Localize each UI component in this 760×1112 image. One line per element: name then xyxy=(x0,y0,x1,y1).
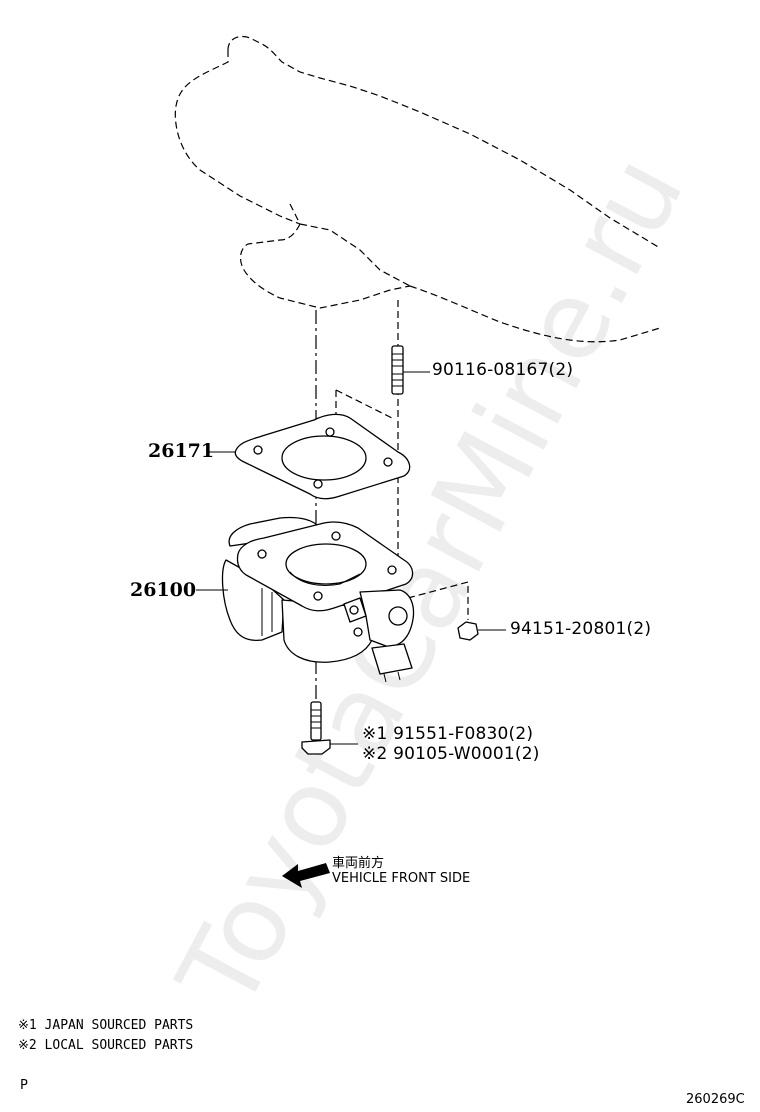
vehicle-front-arrow xyxy=(282,863,330,888)
legend-note-japan: ※1 JAPAN SOURCED PARTS xyxy=(18,1018,194,1033)
bolt-japan-part-number[interactable]: 91551-F0830(2) xyxy=(393,724,534,744)
nut-part-number[interactable]: 94151-20801(2) xyxy=(510,619,652,639)
flange-bolt xyxy=(301,701,358,755)
diagram-code: 260269C xyxy=(686,1092,745,1107)
bolt-local-mark: ※2 xyxy=(362,744,388,764)
stud-bolt xyxy=(391,345,430,395)
bolt-local-row: ※2 90105-W0001(2) xyxy=(362,744,540,764)
bolt-local-part-number[interactable]: 90105-W0001(2) xyxy=(393,744,540,764)
bolt-japan-mark: ※1 xyxy=(362,724,388,744)
gasket xyxy=(208,413,411,500)
flange-nut xyxy=(457,621,506,641)
stud-part-number[interactable]: 90116-08167(2) xyxy=(432,360,574,380)
vehicle-front-japanese: 車両前方 xyxy=(332,856,385,871)
bolt-japan-row: ※1 91551-F0830(2) xyxy=(362,724,533,744)
footer-left-code: P xyxy=(20,1078,28,1093)
throttle-body xyxy=(196,516,415,683)
intake-manifold-outline xyxy=(174,35,661,343)
throttle-body-part-number[interactable]: 26100 xyxy=(130,579,197,601)
gasket-part-number[interactable]: 26171 xyxy=(148,440,215,462)
vehicle-front-english: VEHICLE FRONT SIDE xyxy=(332,871,471,886)
legend-note-local: ※2 LOCAL SOURCED PARTS xyxy=(18,1038,194,1053)
